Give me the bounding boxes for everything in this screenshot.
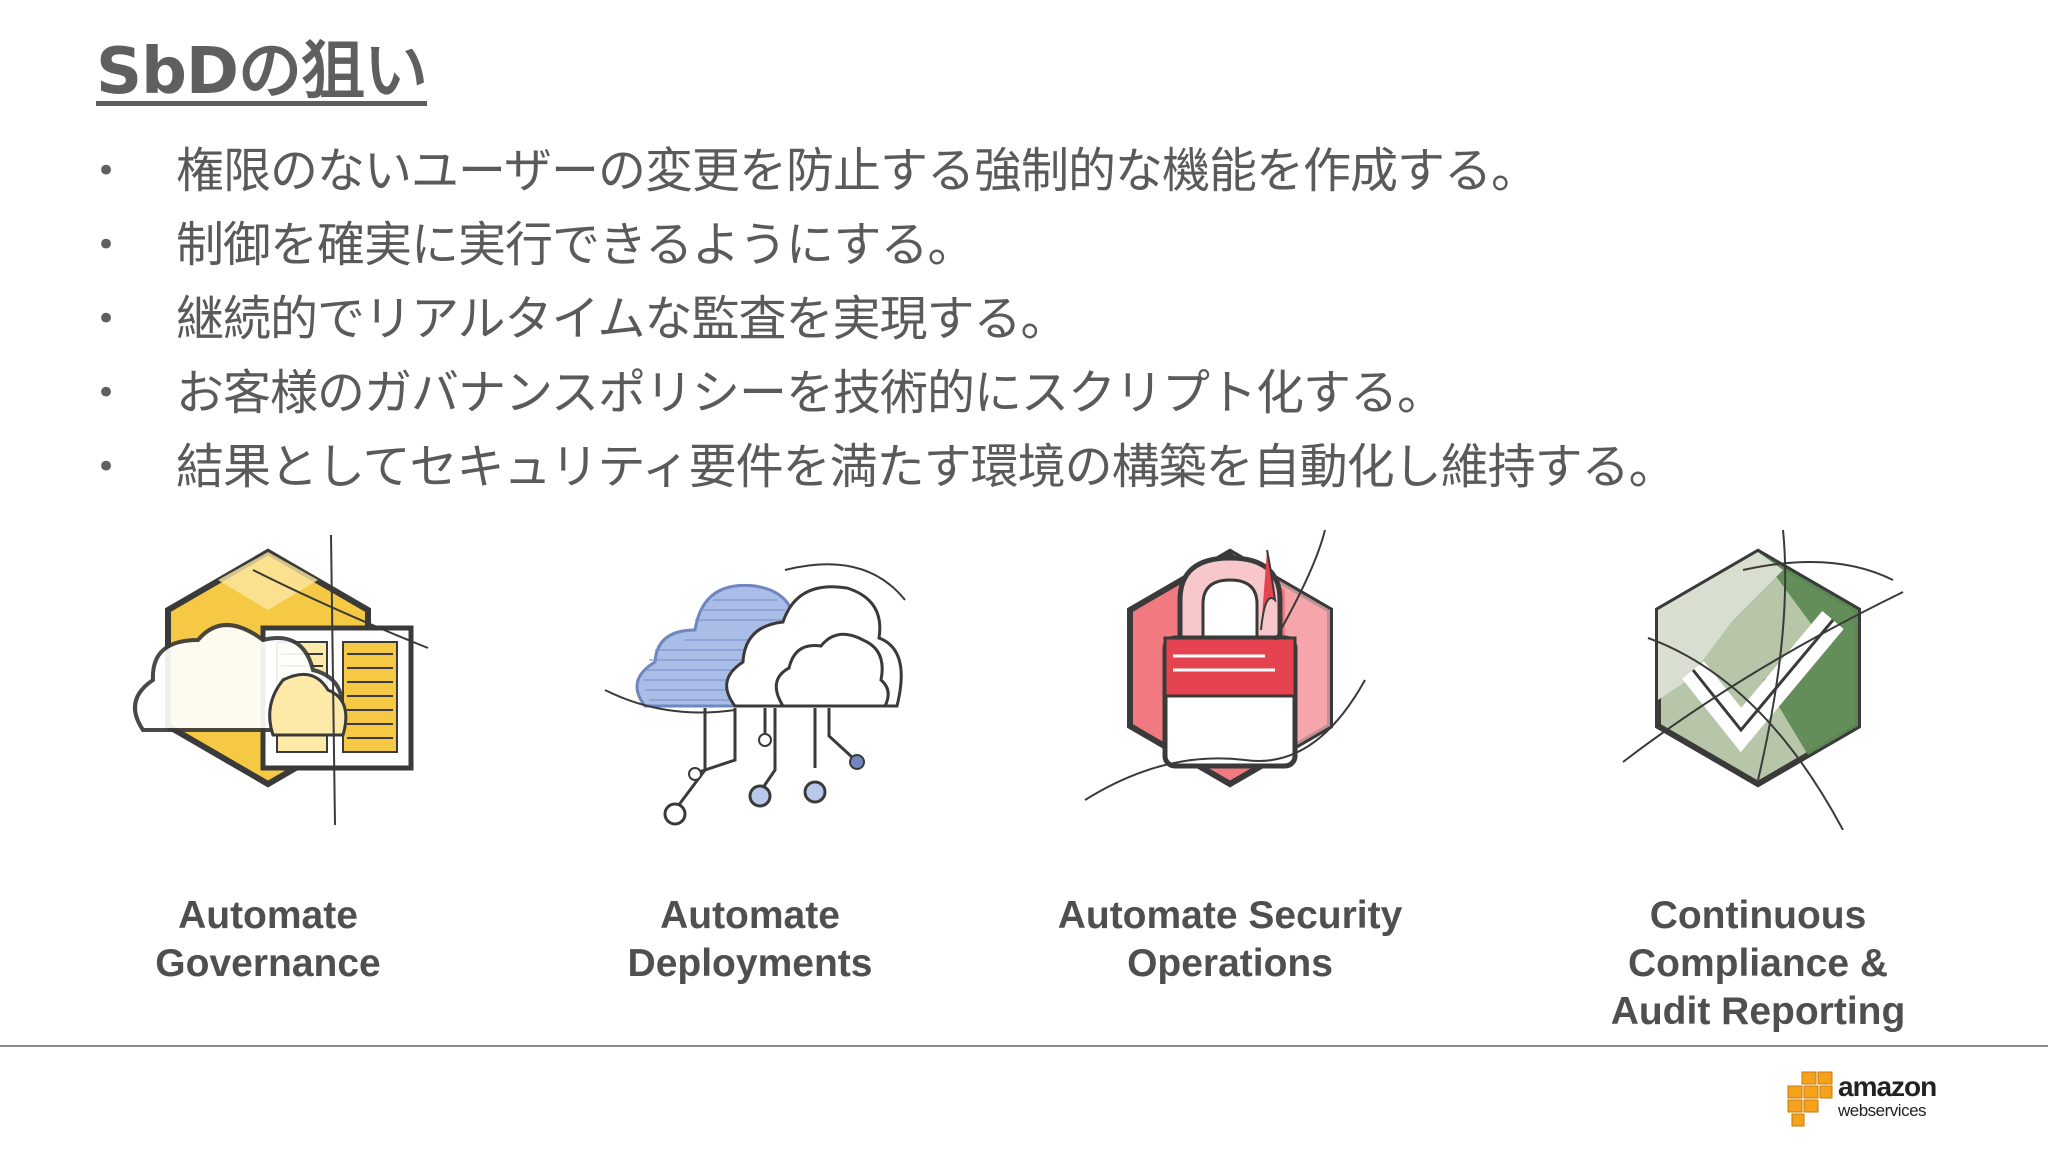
pillar-caption: Automate Deployments	[540, 892, 960, 988]
bullet-text: お客様のガバナンスポリシーを技術的にスクリプト化する。	[176, 365, 1445, 421]
pillar-automate-security-operations: Automate Security Operations	[1020, 530, 1440, 1050]
pillar-caption-line: Automate	[178, 894, 358, 937]
aws-cubes-icon	[1787, 1071, 1833, 1127]
pillar-caption-line: Deployments	[627, 942, 873, 985]
bullet-dot: •	[96, 373, 117, 413]
pillar-caption-line: Continuous	[1649, 894, 1867, 937]
bullet-item: • 制御を確実に実行できるようにする。	[96, 208, 1996, 282]
aws-logo-word: amazon	[1838, 1071, 1937, 1102]
bullet-dot: •	[96, 151, 117, 191]
aws-logo: amazon webservices	[1786, 1066, 1986, 1134]
cloud-deployment-icon	[604, 563, 906, 826]
bullet-text: 結果としてセキュリティ要件を満たす環境の構築を自動化し維持する。	[176, 439, 1677, 495]
pillar-caption-line: Compliance &	[1627, 942, 1889, 985]
footer-divider	[0, 1045, 2048, 1047]
pillar-continuous-compliance: Continuous Compliance & Audit Reporting	[1548, 530, 1968, 1050]
pillar-caption-line: Operations	[1127, 942, 1333, 985]
pillar-caption-line: Automate	[660, 894, 840, 937]
pillar-caption: Automate Governance	[58, 892, 478, 988]
bullet-text: 制御を確実に実行できるようにする。	[176, 217, 976, 273]
pillar-caption: Continuous Compliance & Audit Reporting	[1548, 892, 1968, 1036]
bullet-item: • 権限のないユーザーの変更を防止する強制的な機能を作成する。	[96, 134, 1996, 208]
bullet-text: 継続的でリアルタイムな監査を実現する。	[176, 291, 1069, 347]
compliance-check-hexagon-icon	[1622, 530, 1904, 830]
pillar-automate-governance: Automate Governance	[58, 530, 478, 1050]
pillar-caption-line: Audit Reporting	[1610, 990, 1906, 1033]
security-lock-hexagon-icon	[1084, 530, 1366, 801]
aws-logo-sub: webservices	[1838, 1101, 1927, 1120]
bullet-dot: •	[96, 299, 117, 339]
pillar-automate-deployments: Automate Deployments	[540, 530, 960, 1050]
bullet-text: 権限のないユーザーの変更を防止する強制的な機能を作成する。	[176, 143, 1539, 199]
bullet-item: • 継続的でリアルタイムな監査を実現する。	[96, 282, 1996, 356]
pillar-caption-line: Governance	[155, 942, 381, 985]
bullet-list: • 権限のないユーザーの変更を防止する強制的な機能を作成する。 • 制御を確実に…	[96, 134, 1996, 504]
pillars-row: Automate Governance	[0, 530, 2048, 1050]
bullet-item: • 結果としてセキュリティ要件を満たす環境の構築を自動化し維持する。	[96, 430, 1996, 504]
bullet-dot: •	[96, 225, 117, 265]
pillar-caption: Automate Security Operations	[1020, 892, 1440, 988]
bullet-item: • お客様のガバナンスポリシーを技術的にスクリプト化する。	[96, 356, 1996, 430]
slide-title: SbDの狙い	[96, 35, 428, 109]
bullet-dot: •	[96, 447, 117, 487]
governance-hexagon-icon	[133, 534, 429, 826]
pillar-caption-line: Automate Security	[1057, 894, 1403, 937]
